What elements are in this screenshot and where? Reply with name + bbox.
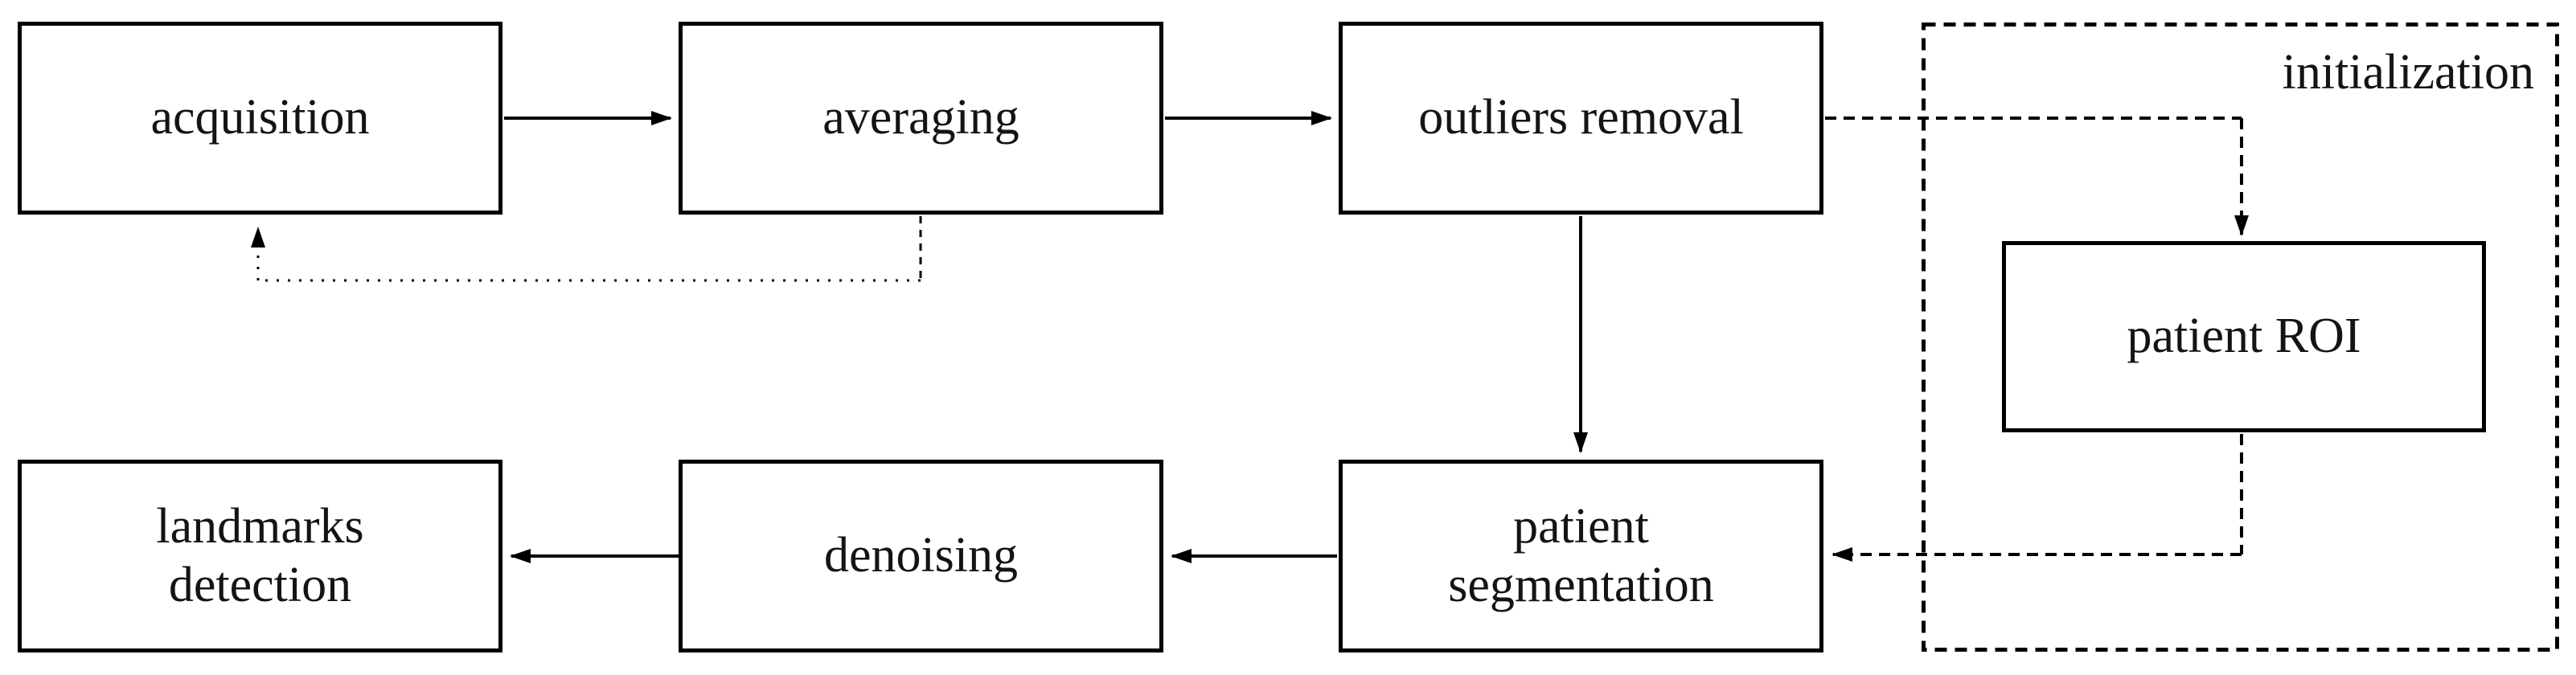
initialization-container-border — [1922, 22, 2559, 652]
node-patient-segmentation: patient segmentation — [1339, 460, 1823, 652]
node-acquisition: acquisition — [18, 22, 502, 215]
node-patient-roi: patient ROI — [2002, 241, 2486, 432]
node-outliers-removal: outliers removal — [1339, 22, 1823, 215]
node-averaging: averaging — [679, 22, 1163, 215]
node-landmarks-detection: landmarks detection — [18, 460, 502, 652]
initialization-container-label: initialization — [2282, 45, 2534, 100]
node-denoising: denoising — [679, 460, 1163, 652]
